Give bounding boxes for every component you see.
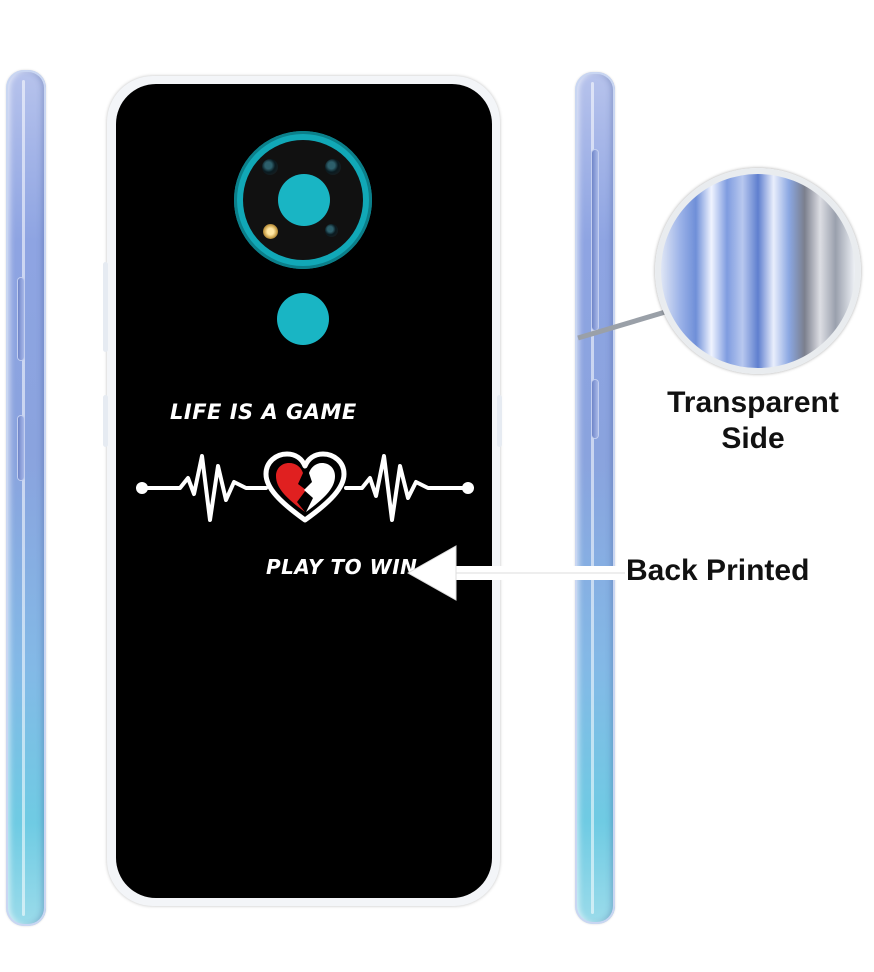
print-text-life-is-a-game: LIFE IS A GAME bbox=[170, 400, 357, 424]
transparent-side-label-line1: Transparent bbox=[667, 386, 839, 419]
right-side-volume-button bbox=[592, 150, 598, 330]
transparent-side-label-line2: Side bbox=[721, 422, 785, 455]
heartbeat-endpoint bbox=[136, 482, 148, 494]
left-side-profile bbox=[6, 70, 46, 926]
heartbeat-endpoint bbox=[462, 482, 474, 494]
case-edge-button bbox=[103, 262, 108, 352]
left-side-volume-button bbox=[18, 278, 24, 360]
camera-lens-bottom-right bbox=[325, 224, 338, 237]
back-printed-label: Back Printed bbox=[626, 554, 810, 587]
main-camera-lens bbox=[278, 174, 330, 226]
camera-flash bbox=[263, 224, 278, 239]
camera-lens-top-right bbox=[325, 159, 341, 175]
left-side-power-button bbox=[18, 416, 24, 480]
transparent-side-zoom-circle bbox=[655, 168, 861, 374]
heartbeat-line bbox=[136, 451, 474, 523]
fingerprint-sensor bbox=[277, 293, 329, 345]
broken-heart-icon bbox=[263, 451, 347, 523]
camera-lens-top-left bbox=[262, 159, 278, 175]
case-edge-button bbox=[103, 395, 108, 447]
case-edge-button bbox=[497, 395, 502, 447]
arrow-left-icon bbox=[406, 545, 625, 601]
right-side-power-button bbox=[592, 380, 598, 438]
